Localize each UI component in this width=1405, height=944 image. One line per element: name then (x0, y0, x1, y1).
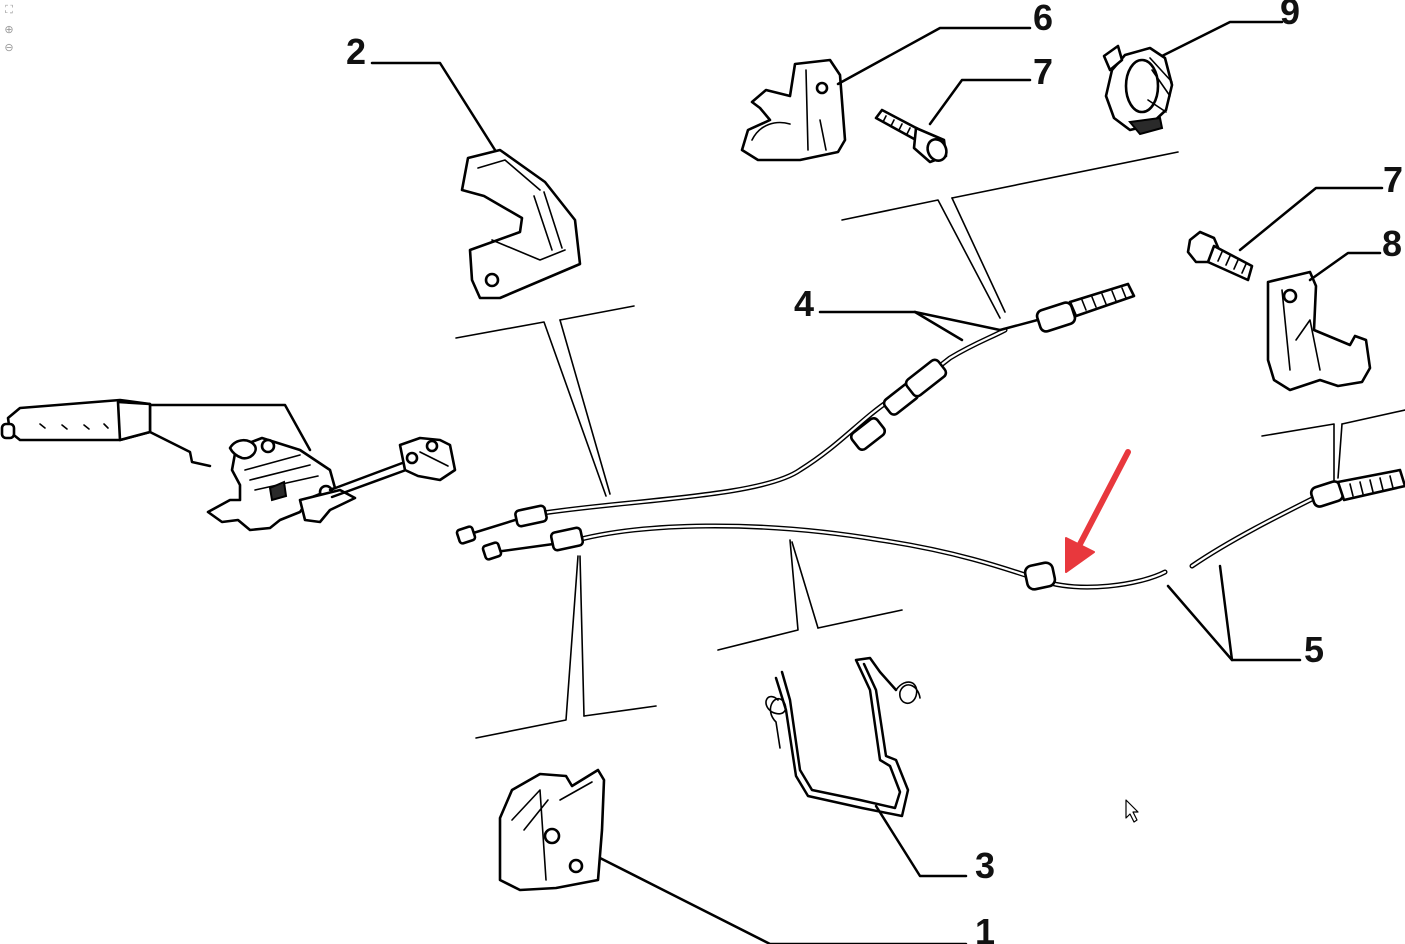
part-7-bolt-top (874, 108, 948, 164)
part-2-bracket (460, 148, 582, 300)
zoom-out-icon[interactable]: ⊖ (4, 42, 14, 54)
brake-cable-4 (455, 282, 1136, 545)
mouse-pointer-icon (1125, 799, 1139, 823)
callout-7-top: 7 (1033, 51, 1053, 92)
part-1-bracket (498, 768, 606, 892)
callout-6: 6 (1033, 0, 1053, 38)
part-9-grommet (1102, 44, 1174, 136)
brake-cable-5 (481, 468, 1405, 591)
leader-lines (370, 20, 1405, 944)
callout-2: 2 (346, 31, 366, 72)
zoom-in-icon[interactable]: ⊕ (4, 24, 14, 36)
callout-3: 3 (975, 845, 995, 886)
fit-page-icon[interactable]: ⛶ (5, 4, 13, 16)
part-3-spring-clip (765, 656, 921, 818)
callout-8: 8 (1382, 223, 1402, 264)
callout-7-right: 7 (1383, 159, 1403, 200)
handbrake-lever-assembly (0, 398, 457, 532)
callout-5: 5 (1304, 629, 1324, 670)
callout-9: 9 (1280, 0, 1300, 32)
callout-4: 4 (794, 283, 814, 324)
part-7-bolt-right (1186, 230, 1254, 282)
callout-labels: 2 6 7 9 7 8 4 5 3 1 (346, 0, 1403, 944)
part-6-clip (740, 58, 847, 162)
callout-1: 1 (975, 911, 995, 944)
highlight-arrow (1065, 449, 1131, 573)
part-8-clip (1266, 270, 1372, 392)
